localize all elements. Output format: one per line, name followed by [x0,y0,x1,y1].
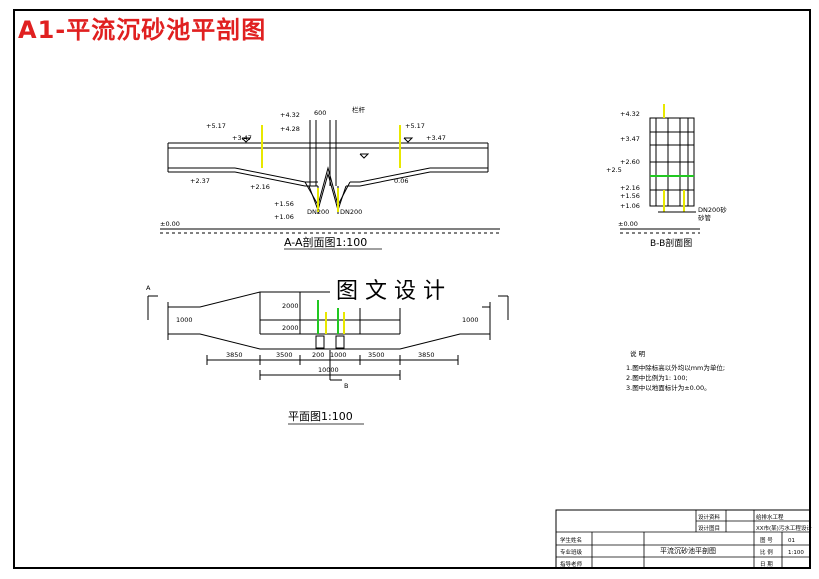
svg-text:说 明: 说 明 [630,349,646,358]
svg-text:0.06: 0.06 [394,177,408,185]
svg-text:600: 600 [314,109,326,117]
section-aa-labels: +5.17 +3.47 +4.32 +4.28 600 栏杆 +5.17 +3.… [160,105,446,228]
svg-text:1.图中除标高以外均以mm为单位;: 1.图中除标高以外均以mm为单位; [626,363,725,372]
svg-text:200: 200 [312,351,324,359]
svg-text:01: 01 [788,538,795,544]
svg-text:DN200: DN200 [340,208,362,216]
svg-text:10000: 10000 [318,366,339,374]
svg-text:+2.60: +2.60 [620,158,640,166]
svg-text:B: B [344,382,348,390]
svg-text:+4.32: +4.32 [280,111,300,119]
section-aa-caption: A-A剖面图1:100 [284,235,367,249]
svg-text:±0.00: ±0.00 [618,220,638,228]
plan-labels: A B 1000 2000 2000 1000 3850 3500 200 10… [146,284,479,390]
svg-text:DN200: DN200 [307,208,329,216]
title-block-drawing-name: 平流沉砂池平剖图 [660,546,716,555]
svg-text:指导老师: 指导老师 [560,560,583,568]
svg-text:3.图中以地面标计为±0.00。: 3.图中以地面标计为±0.00。 [626,383,711,392]
svg-text:+3.47: +3.47 [620,135,640,143]
svg-text:±0.00: ±0.00 [160,220,180,228]
title-block-text: 设计资料 给排水工程 设计图目 XX市(某)污水工程设计 学生姓名 专业班级 指… [560,513,812,568]
svg-text:+2.16: +2.16 [250,183,270,191]
svg-text:2000: 2000 [282,324,299,332]
svg-text:3850: 3850 [418,351,435,359]
svg-text:图 号: 图 号 [760,536,773,544]
svg-text:设计资料: 设计资料 [698,513,721,521]
svg-text:+4.32: +4.32 [620,110,640,118]
outer-frame [13,9,811,569]
title-block [556,510,810,568]
svg-text:1000: 1000 [462,316,479,324]
svg-text:3850: 3850 [226,351,243,359]
svg-text:+5.17: +5.17 [405,122,425,130]
svg-text:1000: 1000 [330,351,347,359]
svg-text:+3.47: +3.47 [232,134,252,142]
svg-text:+2.37: +2.37 [190,177,210,185]
svg-text:DN200砂: DN200砂 [698,205,727,214]
title-block-frame [555,509,811,569]
svg-text:1000: 1000 [176,316,193,324]
svg-text:专业班级: 专业班级 [560,548,583,556]
watermark: 图 文 设 计 [336,279,445,304]
section-bb [620,104,700,234]
svg-text:+5.17: +5.17 [206,122,226,130]
svg-text:3500: 3500 [368,351,385,359]
svg-text:+1.56: +1.56 [274,200,294,208]
plan-caption: 平面图1:100 [288,410,353,423]
svg-text:栏杆: 栏杆 [352,105,366,114]
svg-text:+1.06: +1.06 [274,213,294,221]
svg-text:2000: 2000 [282,302,299,310]
svg-text:设计图目: 设计图目 [698,524,720,532]
svg-text:+1.06: +1.06 [620,202,640,210]
section-aa [160,120,500,234]
svg-text:+1.56: +1.56 [620,192,640,200]
svg-text:2.图中比例为1: 100;: 2.图中比例为1: 100; [626,373,688,382]
svg-text:+4.28: +4.28 [280,125,300,133]
svg-text:+2.16: +2.16 [620,184,640,192]
drawing-title: A1-平流沉砂池平剖图 [18,16,267,44]
section-bb-labels: +4.32 +3.47 +2.60 +2.5 +2.16 +1.56 +1.06… [606,110,727,228]
svg-text:A: A [146,284,151,292]
svg-text:1:100: 1:100 [788,550,804,556]
svg-text:+3.47: +3.47 [426,134,446,142]
plan-view [147,291,509,381]
svg-text:+2.5: +2.5 [606,166,622,174]
section-bb-caption: B-B剖面图 [650,237,692,249]
svg-text:给排水工程: 给排水工程 [756,513,784,521]
svg-text:XX市(某)污水工程设计: XX市(某)污水工程设计 [756,524,812,532]
svg-text:3500: 3500 [276,351,293,359]
notes: 说 明 1.图中除标高以外均以mm为单位; 2.图中比例为1: 100; 3.图… [626,349,725,392]
svg-text:日 期: 日 期 [760,561,773,568]
svg-text:比 例: 比 例 [760,548,773,556]
svg-text:砂管: 砂管 [698,213,712,222]
svg-text:学生姓名: 学生姓名 [560,536,582,544]
